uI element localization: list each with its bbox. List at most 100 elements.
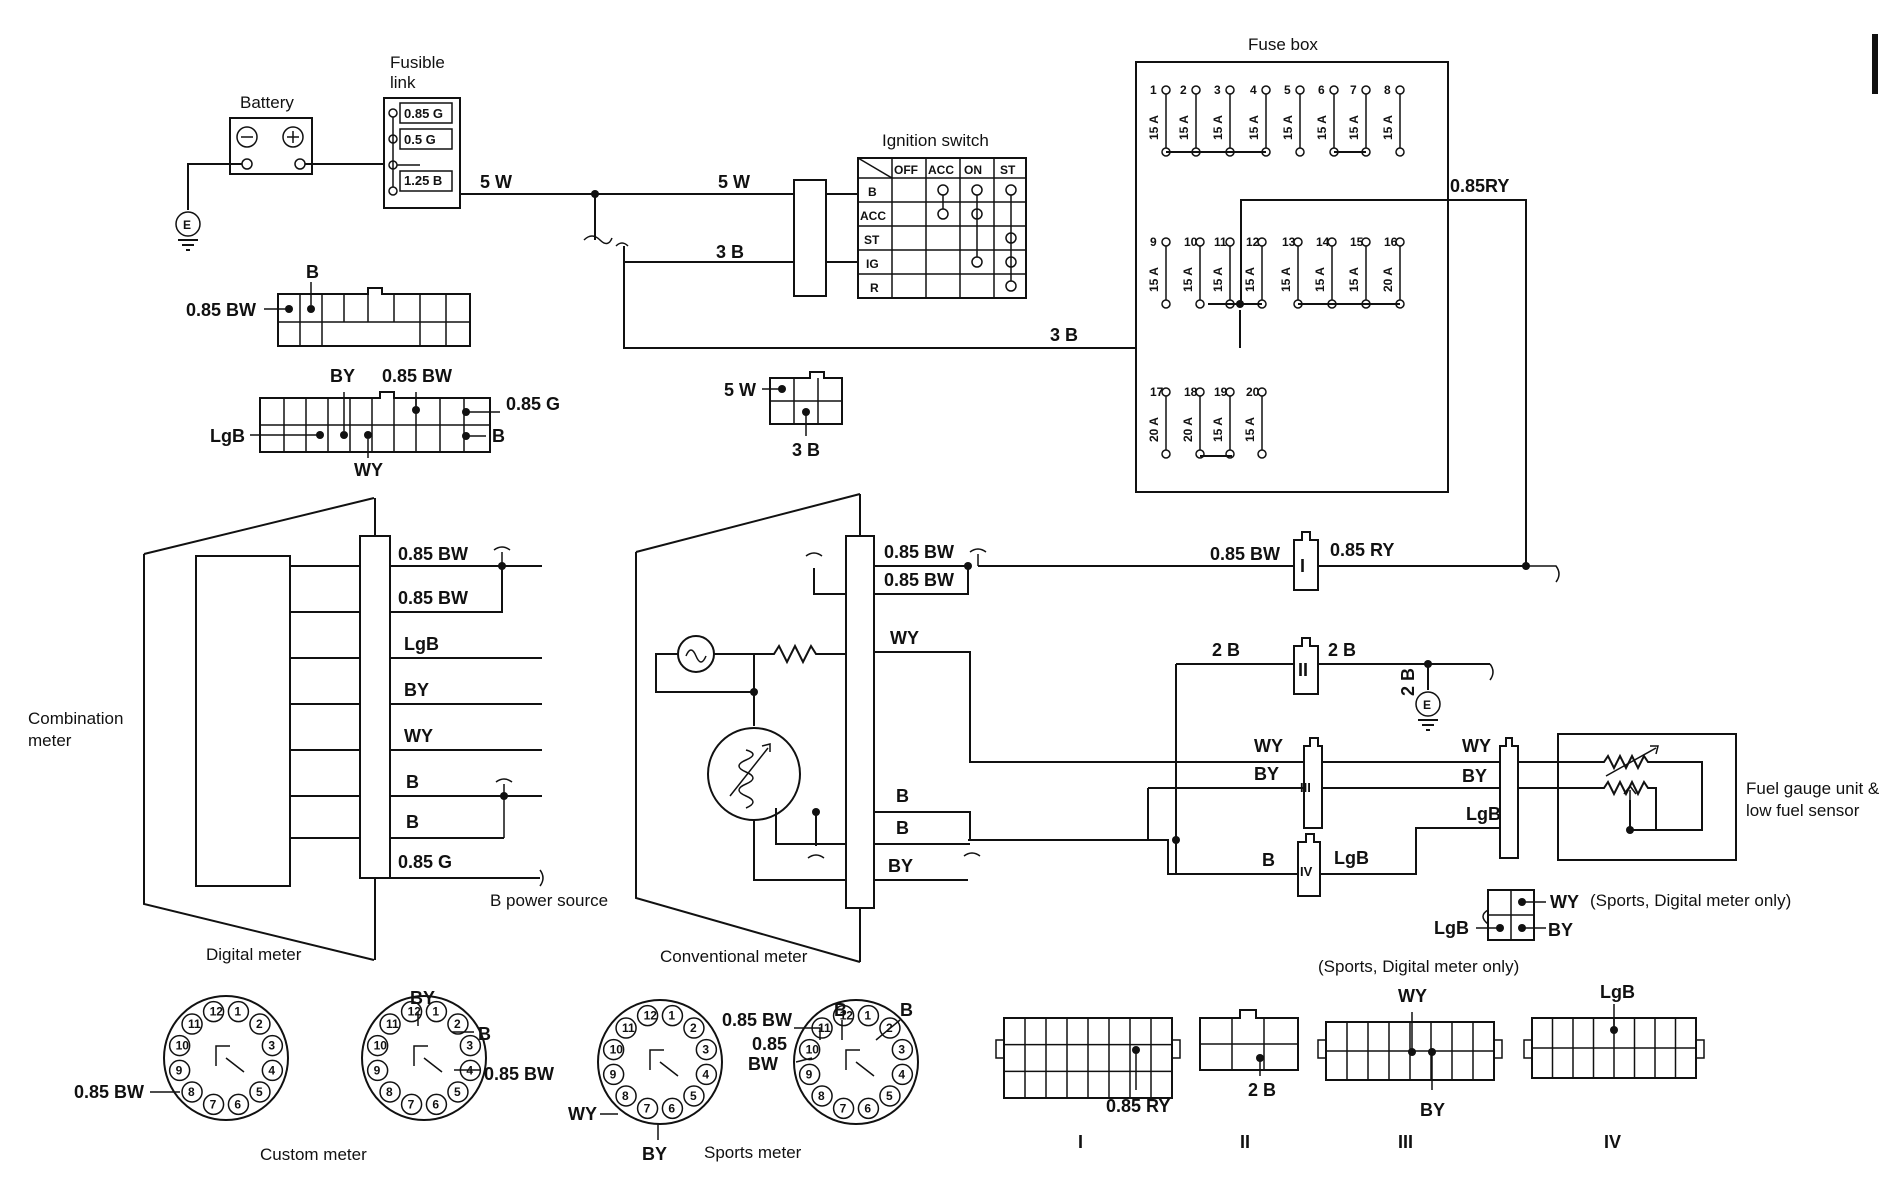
svg-text:12: 12 bbox=[644, 1009, 658, 1023]
svg-text:9: 9 bbox=[374, 1063, 381, 1077]
conn-i-numeral: I bbox=[1078, 1132, 1083, 1152]
meter-pin: 5 bbox=[249, 1081, 271, 1103]
sports-by: BY bbox=[1548, 920, 1573, 940]
svg-text:6: 6 bbox=[864, 1101, 871, 1115]
meter-pin: 11 bbox=[379, 1013, 401, 1035]
meter-pin: 7 bbox=[202, 1093, 225, 1116]
right-2b-b: 2 B bbox=[1328, 640, 1356, 660]
svg-text:10: 10 bbox=[806, 1043, 820, 1057]
fuse-rating: 15 A bbox=[1211, 417, 1225, 442]
svg-text:1: 1 bbox=[234, 1005, 241, 1019]
fuse-number: 17 bbox=[1150, 385, 1164, 399]
fuse-rating: 15 A bbox=[1181, 267, 1195, 292]
meter-pin: 6 bbox=[661, 1097, 684, 1120]
conventional-meter: Conventional meter bbox=[635, 493, 875, 966]
combination-meter-label-2: meter bbox=[28, 731, 72, 750]
meter-pin: 7 bbox=[832, 1097, 855, 1120]
dm-wire-5: WY bbox=[404, 726, 433, 746]
svg-text:11: 11 bbox=[818, 1021, 831, 1035]
fusible-row-2: 0.5 G bbox=[404, 132, 436, 147]
conn-b-2: B bbox=[492, 426, 505, 446]
splice-iii-label: III bbox=[1300, 780, 1311, 795]
splice-iii: III bbox=[1300, 737, 1323, 829]
svg-text:3: 3 bbox=[466, 1039, 473, 1053]
fuse-7: 715 A bbox=[1347, 83, 1371, 157]
ign-row-acc: ACC bbox=[860, 209, 886, 223]
conn-by: BY bbox=[330, 366, 355, 386]
ground-label: E bbox=[183, 218, 191, 232]
svg-text:8: 8 bbox=[188, 1085, 195, 1099]
splice-i: I bbox=[1293, 531, 1319, 591]
svg-text:12: 12 bbox=[210, 1005, 224, 1019]
right-wy-a: WY bbox=[1254, 736, 1283, 756]
fuse-3: 315 A bbox=[1211, 83, 1235, 157]
fuse-number: 5 bbox=[1284, 83, 1291, 97]
fuse-number: 16 bbox=[1384, 235, 1398, 249]
svg-text:1: 1 bbox=[668, 1009, 675, 1023]
meter-pin: 10 bbox=[602, 1038, 625, 1061]
connector-iv: LgB IV bbox=[1523, 982, 1705, 1152]
dm-wire-1: 0.85 BW bbox=[398, 544, 468, 564]
fuse-rating: 15 A bbox=[1147, 115, 1161, 140]
right-2b-a: 2 B bbox=[1212, 640, 1240, 660]
fusible-row-3: 1.25 B bbox=[404, 173, 442, 188]
fuse-number: 15 bbox=[1350, 235, 1364, 249]
meter-pin: 12 bbox=[202, 1000, 225, 1023]
fuse-number: 9 bbox=[1150, 235, 1157, 249]
fuse-5: 515 A bbox=[1281, 83, 1305, 157]
ignition-connector bbox=[793, 179, 827, 297]
svg-text:10: 10 bbox=[374, 1039, 388, 1053]
sp-wy: WY bbox=[568, 1104, 597, 1124]
digital-meter-label: Digital meter bbox=[206, 945, 302, 964]
meter-pin: 3 bbox=[891, 1038, 914, 1061]
fuse-number: 10 bbox=[1184, 235, 1198, 249]
right-085ry: 0.85 RY bbox=[1330, 540, 1394, 560]
svg-text:4: 4 bbox=[702, 1067, 709, 1081]
cm-wire-5: B bbox=[896, 818, 909, 838]
fuse-number: 12 bbox=[1246, 235, 1260, 249]
fuse-rating: 15 A bbox=[1211, 267, 1225, 292]
sp-085: 0.85 bbox=[752, 1034, 787, 1054]
svg-text:9: 9 bbox=[806, 1067, 813, 1081]
fuse-2: 215 A bbox=[1177, 83, 1201, 157]
sp-bw: BW bbox=[748, 1054, 778, 1074]
ign-col-off: OFF bbox=[894, 163, 918, 177]
meter-pin: 10 bbox=[798, 1038, 821, 1061]
meter-pin: 6 bbox=[425, 1093, 448, 1116]
conn-085g: 0.85 G bbox=[506, 394, 560, 414]
meter-pin: 3 bbox=[261, 1034, 284, 1057]
fuse-6: 615 A bbox=[1315, 83, 1339, 157]
fuse-rating: 15 A bbox=[1147, 267, 1161, 292]
meter-pin: 6 bbox=[227, 1093, 250, 1116]
svg-text:5: 5 bbox=[690, 1089, 697, 1103]
fusible-link: Fusible link 0.85 G 0.5 G 1.25 B bbox=[383, 53, 461, 209]
ign-col-acc: ACC bbox=[928, 163, 954, 177]
fuse-rating: 20 A bbox=[1181, 417, 1195, 442]
right-wy-b: WY bbox=[1462, 736, 1491, 756]
svg-text:2: 2 bbox=[690, 1021, 697, 1035]
conn-3b: 3 B bbox=[792, 440, 820, 460]
svg-text:4: 4 bbox=[898, 1067, 905, 1081]
fuse-number: 4 bbox=[1250, 83, 1257, 97]
ign-row-b: B bbox=[868, 185, 877, 199]
fuse-rating: 20 A bbox=[1381, 267, 1395, 292]
splice-iv-label: IV bbox=[1300, 864, 1313, 879]
right-by-b: BY bbox=[1462, 766, 1487, 786]
meter-pin: 8 bbox=[615, 1085, 637, 1107]
ign-row-st: ST bbox=[864, 233, 880, 247]
ign-col-st: ST bbox=[1000, 163, 1016, 177]
meter-pin: 7 bbox=[636, 1097, 659, 1120]
ignition-switch: Ignition switch OFF ACC ON ST B ACC ST I… bbox=[857, 131, 1027, 299]
svg-text:11: 11 bbox=[622, 1021, 635, 1035]
conn-iii-wy: WY bbox=[1398, 986, 1427, 1006]
fuel-gauge-label-2: low fuel sensor bbox=[1746, 801, 1860, 820]
meter-pin: 5 bbox=[879, 1085, 901, 1107]
svg-text:4: 4 bbox=[268, 1063, 275, 1077]
wire-3b-a: 3 B bbox=[716, 242, 744, 262]
fuse-box: Fuse box bbox=[1135, 35, 1449, 493]
battery: Battery bbox=[229, 93, 313, 175]
meter-pin: 3 bbox=[459, 1034, 482, 1057]
fuse-number: 6 bbox=[1318, 83, 1325, 97]
conn-iv-lgb: LgB bbox=[1600, 982, 1635, 1002]
